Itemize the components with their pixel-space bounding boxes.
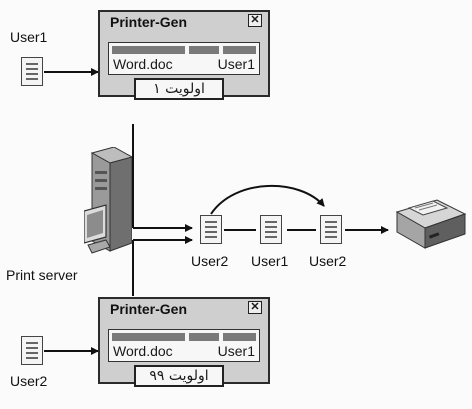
document-icon [320,215,342,244]
print-server-label: Print server [6,267,78,283]
server-icon [84,147,132,254]
window-title: Printer-Gen [110,14,188,30]
column-header [112,333,185,341]
column-header [112,46,185,54]
priority-badge: اولویت ۹۹ [134,365,224,387]
document-name: Word.doc [113,56,173,72]
document-icon [260,215,282,244]
document-icon [21,336,43,365]
printer-icon [395,199,467,249]
queue-label: User1 [251,253,289,269]
document-icon [200,215,222,244]
reorder-curve-arrow [210,184,325,215]
priority-badge: اولویت ۱ [134,78,224,100]
column-header [223,46,256,54]
column-header [189,46,219,54]
queue-table: Word.doc User1 [108,42,260,75]
close-icon[interactable]: ✕ [248,14,262,27]
close-icon[interactable]: ✕ [248,301,262,314]
column-header [223,333,256,341]
user2-label: User2 [10,373,48,389]
queue-table: Word.doc User1 [108,329,260,362]
document-name: Word.doc [113,343,173,359]
document-icon [21,57,43,86]
window-titlebar: Printer-Gen ✕ [100,299,268,319]
printer-gen-window-bottom: Printer-Gen ✕ Word.doc User1 اولویت ۹۹ [98,297,270,387]
queue-label: User2 [309,253,347,269]
printer-gen-window-top: Printer-Gen ✕ Word.doc User1 اولویت ۱ [98,10,270,100]
window-titlebar: Printer-Gen ✕ [100,12,268,32]
queue-label: User2 [191,253,229,269]
document-owner: User1 [217,343,255,359]
user1-label: User1 [10,29,48,45]
window-title: Printer-Gen [110,301,188,317]
column-header [189,333,219,341]
document-owner: User1 [217,56,255,72]
